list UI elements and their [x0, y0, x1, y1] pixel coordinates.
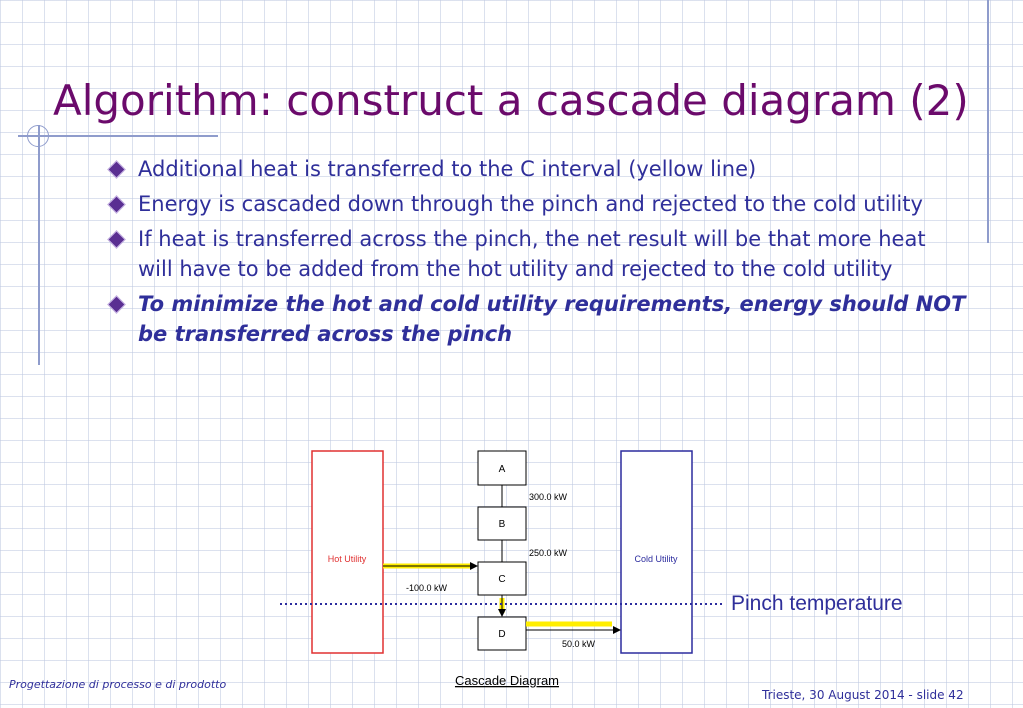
- flow-hot-c-label: -100.0 kW: [406, 583, 448, 593]
- interval-b-box: [477, 506, 527, 541]
- interval-a-label: A: [499, 464, 506, 475]
- interval-a-box: [477, 450, 527, 486]
- bullet-item: If heat is transferred across the pinch,…: [106, 224, 966, 284]
- flow-b-c-label: 250.0 kW: [529, 548, 568, 558]
- left-vertical-rule: [38, 125, 40, 365]
- bullet-text: Additional heat is transferred to the C …: [138, 157, 757, 181]
- bullet-text: Energy is cascaded down through the pinc…: [138, 192, 923, 216]
- pinch-temperature-label: Pinch temperature: [731, 592, 903, 615]
- bullet-text: To minimize the hot and cold utility req…: [138, 292, 966, 346]
- flow-a-b-label: 300.0 kW: [529, 492, 568, 502]
- title-underline: [18, 135, 218, 137]
- footer-slide-info: Trieste, 30 August 2014 - slide 42: [762, 688, 964, 702]
- interval-d-label: D: [498, 629, 505, 640]
- flow-d-cold-label: 50.0 kW: [562, 639, 596, 649]
- right-vertical-rule: [987, 0, 989, 243]
- bullet-item: Additional heat is transferred to the C …: [106, 154, 966, 184]
- interval-b-label: B: [499, 519, 506, 530]
- bullet-item-emphasis: To minimize the hot and cold utility req…: [106, 289, 966, 349]
- footer-course-name: Progettazione di processo e di prodotto: [9, 678, 227, 691]
- bullet-list: Additional heat is transferred to the C …: [106, 154, 966, 354]
- interval-c-label: C: [498, 574, 505, 585]
- cold-utility-box: [620, 450, 693, 654]
- slide-title: Algorithm: construct a cascade diagram (…: [53, 76, 969, 125]
- diagram-caption: Cascade Diagram: [455, 673, 559, 688]
- cold-utility-label: Cold Utility: [634, 554, 678, 564]
- hot-utility-label: Hot Utility: [328, 554, 367, 564]
- corner-circle: [27, 125, 49, 147]
- hot-utility-box: [311, 450, 384, 654]
- bullet-text: If heat is transferred across the pinch,…: [138, 227, 926, 281]
- interval-c-box: [477, 561, 527, 596]
- interval-d-box: [477, 616, 527, 651]
- bullet-item: Energy is cascaded down through the pinc…: [106, 189, 966, 219]
